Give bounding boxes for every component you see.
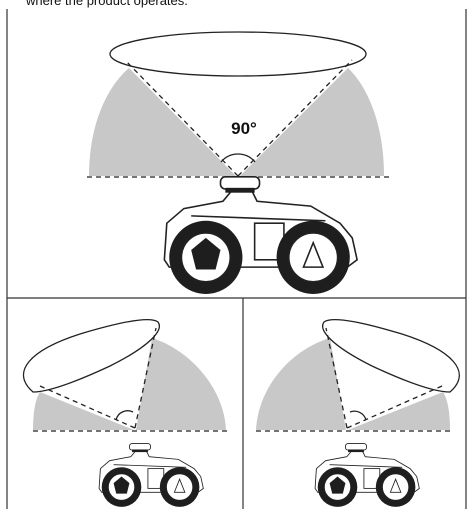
cone-edge-right bbox=[237, 59, 353, 177]
angle-arc-left bbox=[115, 410, 134, 421]
robot-mower bbox=[163, 176, 358, 295]
coverage-area-left-small bbox=[33, 392, 134, 430]
coverage-area-right-small bbox=[348, 392, 450, 430]
cone-edge-upper bbox=[134, 327, 157, 429]
top-panel: 90° bbox=[87, 31, 390, 295]
bottom-right-panel bbox=[256, 319, 460, 508]
robot-mower-left bbox=[98, 443, 204, 508]
coverage-area-right bbox=[240, 68, 384, 176]
bottom-left-panel bbox=[22, 319, 228, 508]
cone-edge-upper-right bbox=[325, 327, 348, 429]
cone-top-ellipse bbox=[109, 31, 367, 77]
robot-mower-right bbox=[314, 443, 420, 508]
coverage-area-right-large bbox=[136, 338, 226, 430]
angle-arc-right bbox=[349, 410, 367, 421]
caption-text: where the product operates. bbox=[26, 0, 188, 8]
cone-end-ellipse-right bbox=[322, 319, 460, 393]
coverage-area-left bbox=[89, 68, 236, 176]
angle-label: 90° bbox=[231, 119, 257, 138]
coverage-area-left-large bbox=[256, 338, 346, 430]
cone-end-ellipse bbox=[22, 319, 160, 393]
angle-arc bbox=[220, 153, 256, 163]
